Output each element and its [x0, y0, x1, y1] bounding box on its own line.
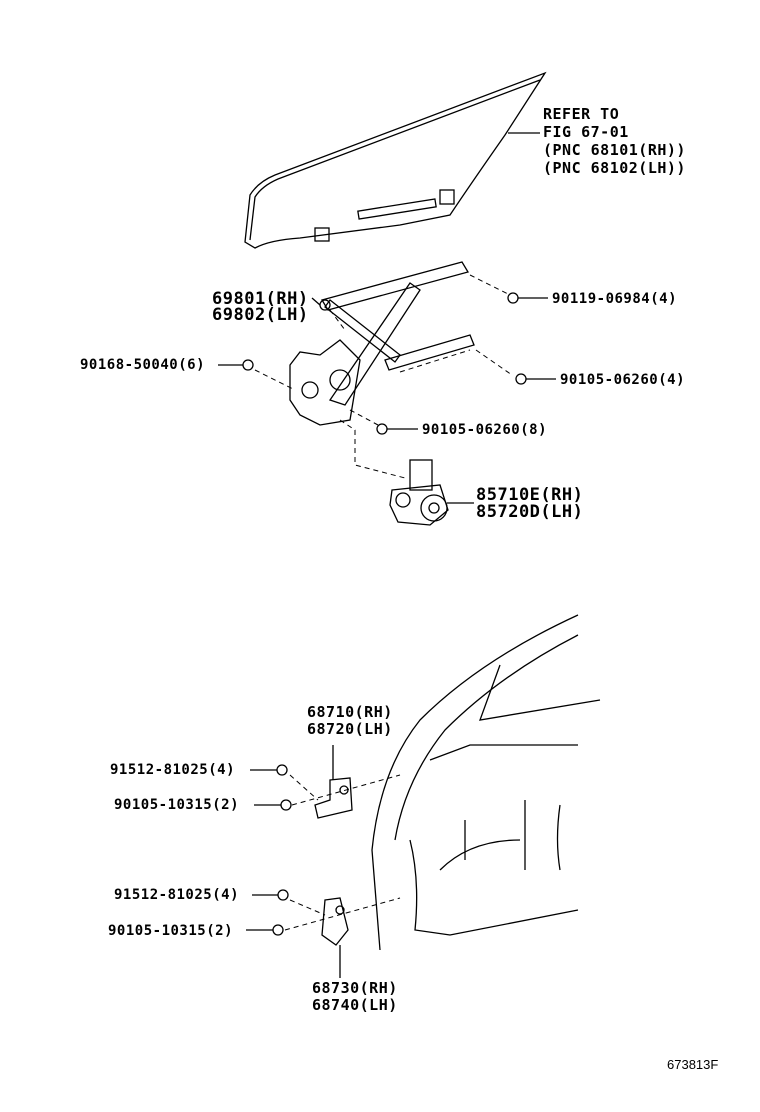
- upper-hinge-bolt-1-label: 91512-81025(4): [110, 762, 236, 778]
- bolt-upper-right-label: 90119-06984(4): [552, 291, 678, 307]
- bolt-mid-right-label: 90105-06260(4): [560, 372, 686, 388]
- lower-hinge-bolt-1-label: 91512-81025(4): [114, 887, 240, 903]
- lower-hinge-bolt-2-label: 90105-10315(2): [108, 923, 234, 939]
- lower-hinge-lh-label: 68740(LH): [312, 996, 398, 1014]
- fastener-drawings: [218, 292, 556, 435]
- upper-hinge-rh-label: 68710(RH): [307, 703, 393, 721]
- regulator-rh-label: 69801(RH): [212, 289, 309, 309]
- glass-ref-line4: (PNC 68102(LH)): [543, 159, 686, 177]
- upper-hinge-bolt-2-label: 90105-10315(2): [114, 797, 240, 813]
- glass-ref-line1: REFER TO: [543, 105, 620, 123]
- door-opening-body-drawing: [371, 614, 601, 951]
- window-motor-drawing: [389, 459, 474, 526]
- figure-id: 673813F: [667, 1057, 719, 1072]
- regulator-lh-label: 69802(LH): [212, 305, 309, 325]
- glass-ref-line2: FIG 67-01: [543, 123, 629, 141]
- bolt-lower-label: 90105-06260(8): [422, 422, 548, 438]
- window-regulator-drawing: [254, 261, 513, 479]
- bolt-left-label: 90168-50040(6): [80, 357, 206, 373]
- glass-ref-line3: (PNC 68101(RH)): [543, 141, 686, 159]
- motor-lh-label: 85720D(LH): [476, 502, 584, 522]
- motor-rh-label: 85710E(RH): [476, 485, 584, 505]
- upper-hinge-lh-label: 68720(LH): [307, 720, 393, 738]
- door-hinge-drawings: [246, 745, 401, 978]
- door-glass-drawing: [244, 71, 547, 249]
- lower-hinge-rh-label: 68730(RH): [312, 979, 398, 997]
